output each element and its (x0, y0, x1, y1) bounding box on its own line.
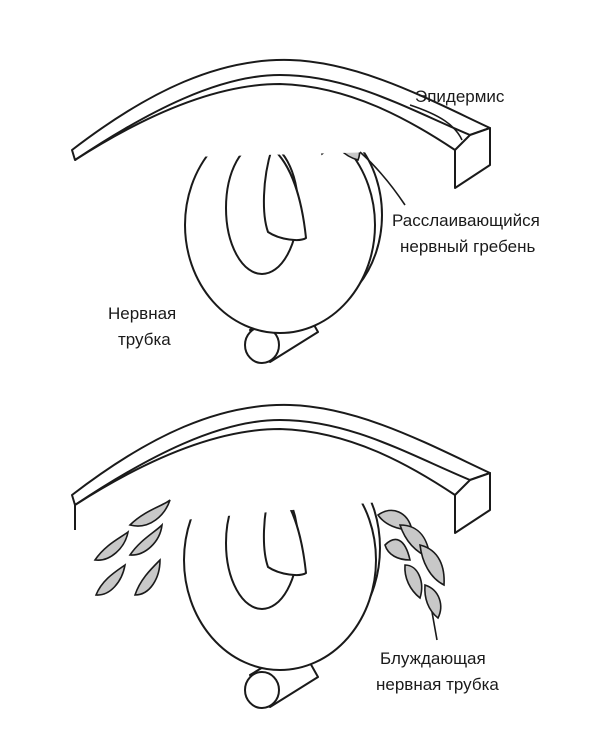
epidermis-bottom (71, 403, 491, 534)
migrating-pointer (431, 611, 438, 641)
migrating-crest-cells (93, 499, 445, 620)
epidermis-label: Эпидермис (415, 87, 505, 106)
tube-label-line2: трубка (118, 330, 171, 349)
crest-pointer (359, 151, 406, 206)
bottom-diagram (71, 403, 491, 709)
crest-label-line2: нервный гребень (400, 237, 536, 256)
migrating-label-line1: Блуждающая (380, 649, 486, 668)
epidermis-pointer (409, 104, 463, 141)
top-diagram (71, 58, 491, 364)
neural-tube-top (184, 114, 383, 334)
crest-label-line1: Расслаивающийся (392, 211, 540, 230)
epidermis-top (71, 58, 491, 189)
tube-label-line1: Нервная (108, 304, 177, 323)
migrating-label-line2: нервная трубка (376, 675, 499, 694)
